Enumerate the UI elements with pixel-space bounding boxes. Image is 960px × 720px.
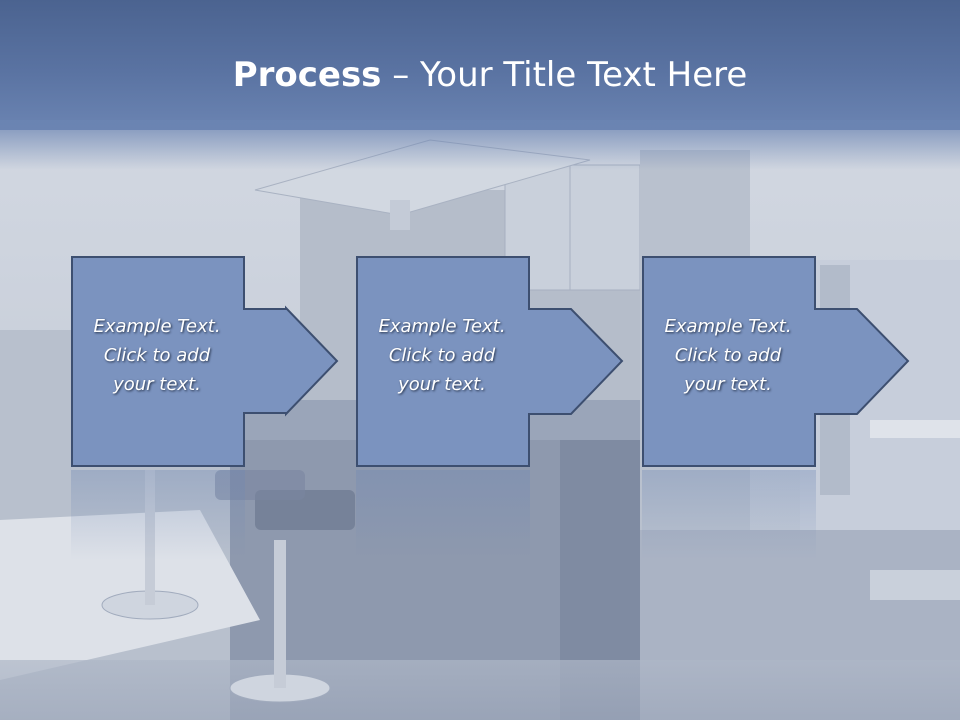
process-step-1[interactable]: Example Text. Click to add your text. [71, 256, 391, 468]
step-2-reflection [356, 470, 530, 560]
step-3-reflection [642, 470, 816, 560]
step-3-line-3: your text. [684, 374, 772, 395]
step-1-reflection [71, 470, 245, 560]
step-3-arrow-shape [642, 256, 910, 467]
step-3-text: Example Text. Click to add your text. [642, 312, 814, 399]
slide-title[interactable]: Process – Your Title Text Here [0, 52, 960, 98]
step-1-arrow-shape [71, 256, 339, 467]
step-3-line-1: Example Text. [664, 316, 792, 337]
process-step-2[interactable]: Example Text. Click to add your text. [356, 256, 676, 468]
step-2-text: Example Text. Click to add your text. [356, 312, 528, 399]
step-2-line-3: your text. [398, 374, 486, 395]
step-2-arrow-shape [356, 256, 624, 467]
step-2-line-1: Example Text. [378, 316, 506, 337]
title-rest: – Your Title Text Here [381, 55, 748, 95]
step-2-line-2: Click to add [388, 345, 496, 366]
step-1-line-3: your text. [113, 374, 201, 395]
step-1-text: Example Text. Click to add your text. [71, 312, 243, 399]
title-bold: Process [232, 55, 382, 95]
step-1-line-2: Click to add [103, 345, 211, 366]
process-step-3[interactable]: Example Text. Click to add your text. [642, 256, 960, 468]
title-band-fade [0, 120, 960, 170]
title-band [0, 0, 960, 130]
step-3-line-2: Click to add [674, 345, 782, 366]
step-1-line-1: Example Text. [93, 316, 221, 337]
